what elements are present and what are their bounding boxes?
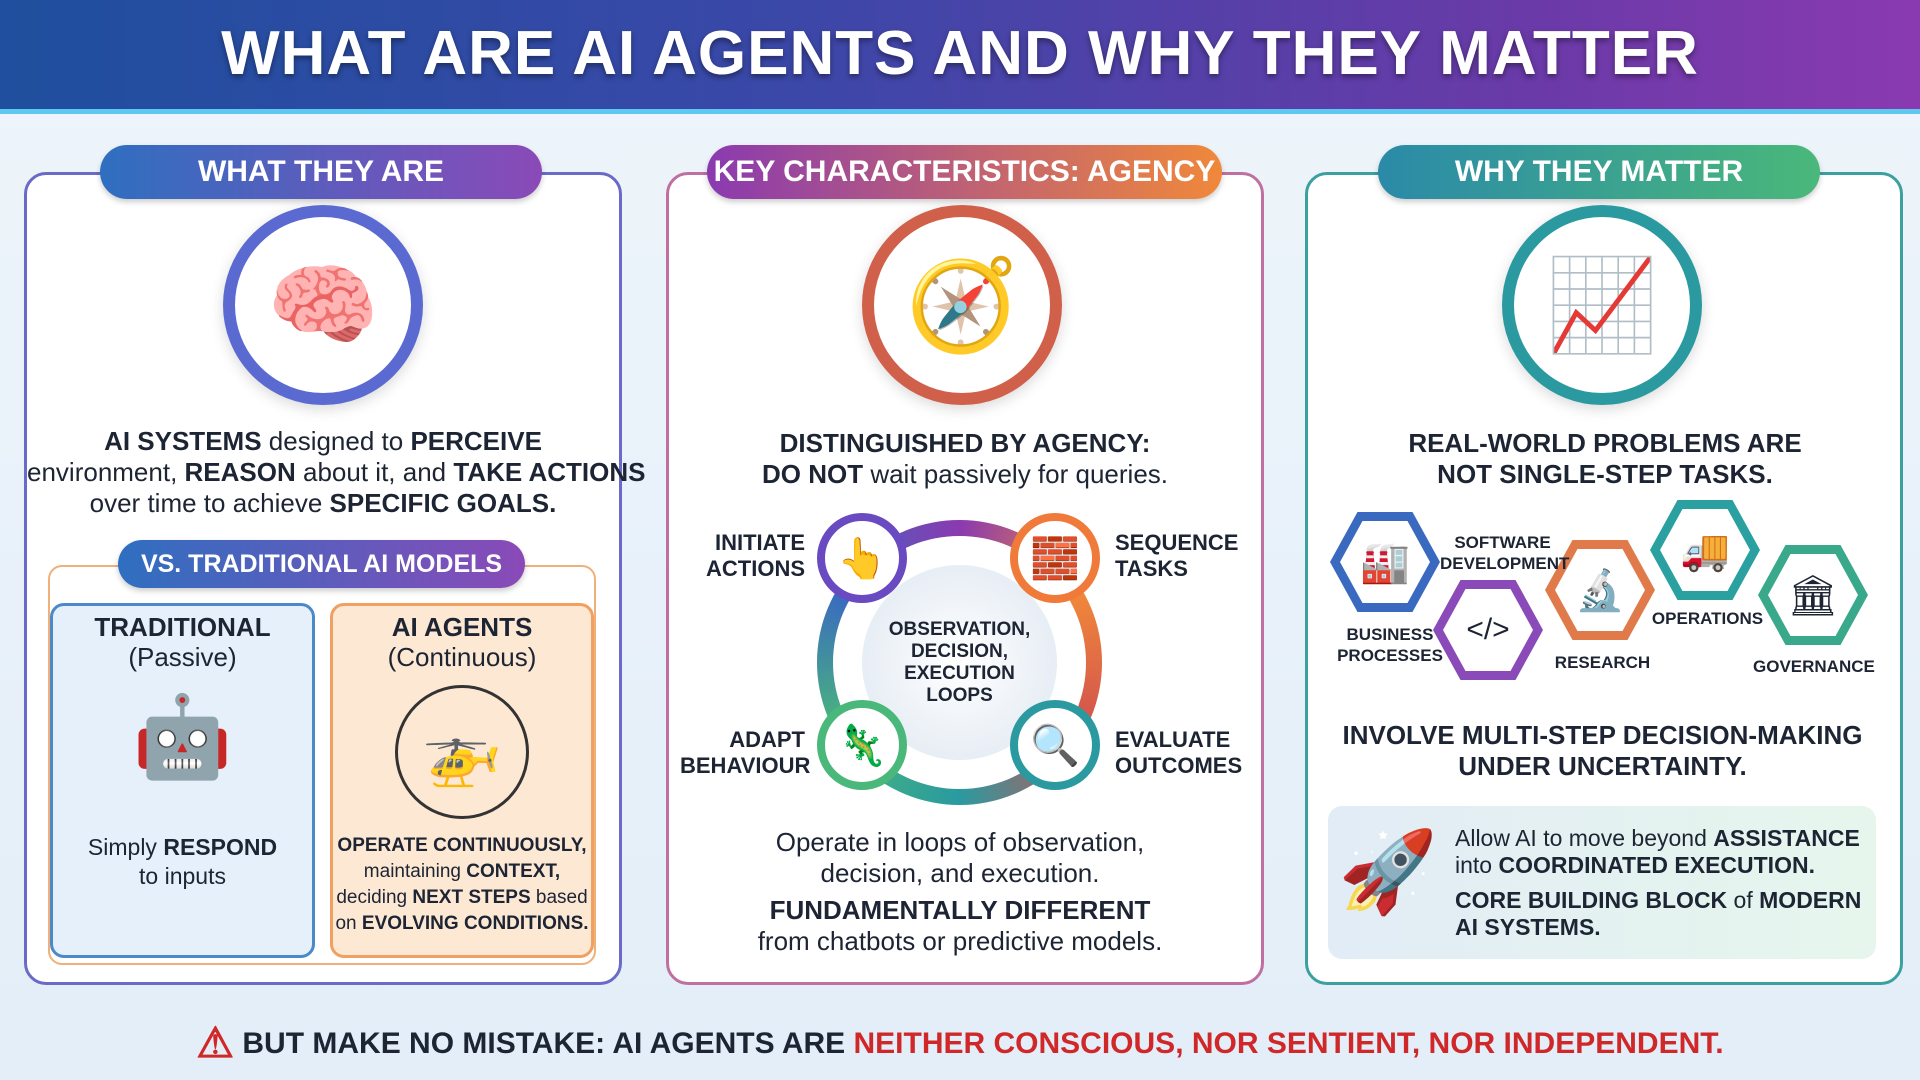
- heading-why-they-matter: WHY THEY MATTER: [1378, 145, 1820, 199]
- ai-agents-title: AI AGENTS(Continuous): [387, 612, 537, 672]
- truck-icon: 🚚: [1650, 500, 1760, 600]
- domain-operations: OPERATIONS: [1651, 609, 1764, 628]
- step-evaluate-outcomes: EVALUATE OUTCOMES: [1115, 727, 1243, 778]
- tap-icon: 👆: [817, 513, 907, 603]
- rocket-icon: 🚀: [1338, 827, 1438, 916]
- factory-icon: 🏭: [1330, 512, 1440, 612]
- step-adapt-behaviour: ADAPT BEHAVIOUR: [680, 727, 811, 778]
- multi-step-decision: INVOLVE MULTI-STEP DECISION-MAKING UNDER…: [1342, 720, 1863, 781]
- ai-agents-desc: OPERATE CONTINUOUSLY,maintaining CONTEXT…: [335, 835, 589, 934]
- heading-vs-traditional: VS. TRADITIONAL AI MODELS: [118, 540, 525, 588]
- warning-icon: ⚠: [196, 1019, 235, 1066]
- page-title: WHAT ARE AI AGENTS AND WHY THEY MATTER: [221, 19, 1699, 88]
- code-window-icon: </>: [1433, 580, 1543, 680]
- loops-description: Operate in loops of observation, decisio…: [775, 827, 1145, 888]
- what-they-are-description: AI SYSTEMS designed to PERCEIVE environm…: [27, 426, 646, 518]
- step-sequence-tasks: SEQUENCE TASKS: [1115, 530, 1239, 581]
- bank-icon: 🏛: [1758, 545, 1868, 645]
- gear-growth-globe-icon: 📈: [1502, 205, 1702, 405]
- heading-key-characteristics: KEY CHARACTERISTICS: AGENCY: [707, 145, 1222, 199]
- traditional-title: TRADITIONAL(Passive): [94, 612, 271, 672]
- robot-icon: 🤖: [132, 692, 233, 781]
- chameleon-icon: 🦎: [817, 700, 907, 790]
- loop-center-label: OBSERVATION, DECISION, EXECUTION LOOPS: [862, 565, 1057, 760]
- heading-what-they-are: WHAT THEY ARE: [100, 145, 542, 199]
- domain-governance: GOVERNANCE: [1753, 657, 1875, 676]
- blocks-icon: 🧱: [1010, 513, 1100, 603]
- fundamentally-different: FUNDAMENTALLY DIFFERENT from chatbots or…: [757, 895, 1163, 956]
- agency-description: DISTINGUISHED BY AGENCY:DO NOT wait pass…: [761, 428, 1168, 489]
- domain-research: RESEARCH: [1554, 653, 1651, 672]
- warning-banner: ⚠ BUT MAKE NO MISTAKE: AI AGENTS ARE NEI…: [196, 1019, 1724, 1066]
- magnifier-check-icon: 🔍: [1010, 700, 1100, 790]
- drone-icon: 🚁: [395, 685, 529, 819]
- microscope-icon: 🔬: [1545, 540, 1655, 640]
- step-initiate-actions: INITIATE ACTIONS: [706, 530, 805, 581]
- header-banner: [0, 0, 1920, 114]
- brain-camera-icon: 🧠: [223, 205, 423, 405]
- summary-box: [1328, 806, 1876, 959]
- person-compass-icon: 🧭: [862, 205, 1062, 405]
- domain-software-development: SOFTWARE DEVELOPMENT: [1440, 533, 1570, 573]
- traditional-card: [50, 603, 315, 958]
- domain-business-processes: BUSINESS PROCESSES: [1337, 625, 1443, 665]
- real-world-problems: REAL-WORLD PROBLEMS ARE NOT SINGLE-STEP …: [1408, 428, 1802, 489]
